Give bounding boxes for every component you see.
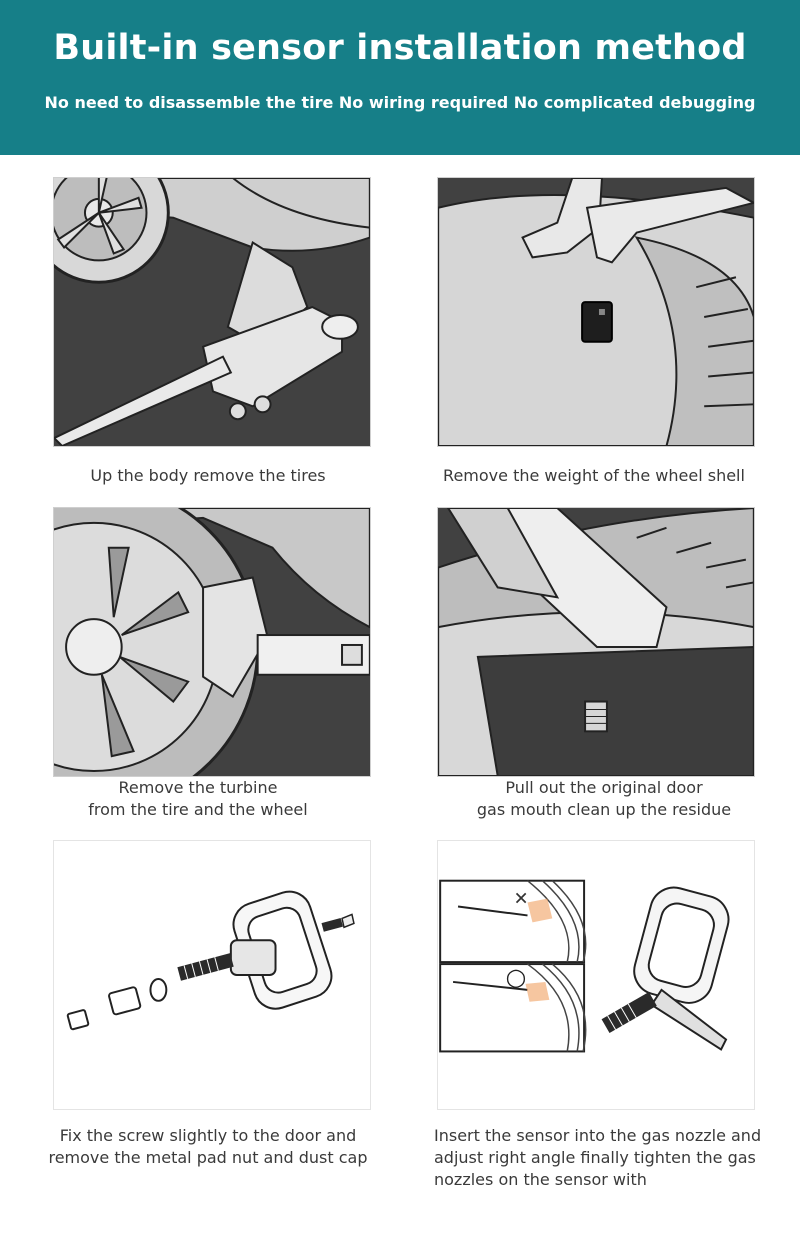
step-4-caption: Pull out the original door gas mouth cle… — [476, 778, 732, 819]
pull-out-valve-illustration — [438, 508, 754, 776]
insert-sensor-angle-illustration: ✕ ○ — [439, 879, 730, 1053]
step-6-caption: Insert the sensor into the gas nozzle an… — [434, 1126, 762, 1189]
step-1-caption: Up the body remove the tires — [90, 466, 326, 485]
jack-lifting-car-illustration — [54, 178, 370, 446]
remove-wheel-weight-illustration — [438, 178, 754, 446]
page-subtitle: No need to disassemble the tire No wirin… — [44, 93, 756, 112]
page-header: Built-in sensor installation method No n… — [0, 0, 800, 155]
correct-angle-inset — [439, 963, 586, 1053]
exploded-sensor-parts-illustration — [66, 890, 355, 1031]
step-5-caption: Fix the screw slightly to the door and r… — [48, 1126, 368, 1167]
wrong-angle-inset — [439, 879, 586, 964]
step-5-illustration — [53, 840, 371, 1110]
step-4-illustration — [437, 507, 755, 777]
step-1-illustration — [53, 177, 371, 447]
step-3-illustration — [53, 507, 371, 777]
remove-tire-from-wheel-illustration — [54, 508, 370, 776]
correct-mark: ○ — [506, 963, 527, 991]
wrong-mark: ✕ — [514, 889, 529, 910]
page-title: Built-in sensor installation method — [53, 28, 747, 68]
step-2-illustration — [437, 177, 755, 447]
step-3-caption: Remove the turbine from the tire and the… — [88, 778, 308, 819]
step-2-caption: Remove the weight of the wheel shell — [443, 466, 745, 485]
step-6-illustration: ✕ ○ — [437, 840, 755, 1110]
